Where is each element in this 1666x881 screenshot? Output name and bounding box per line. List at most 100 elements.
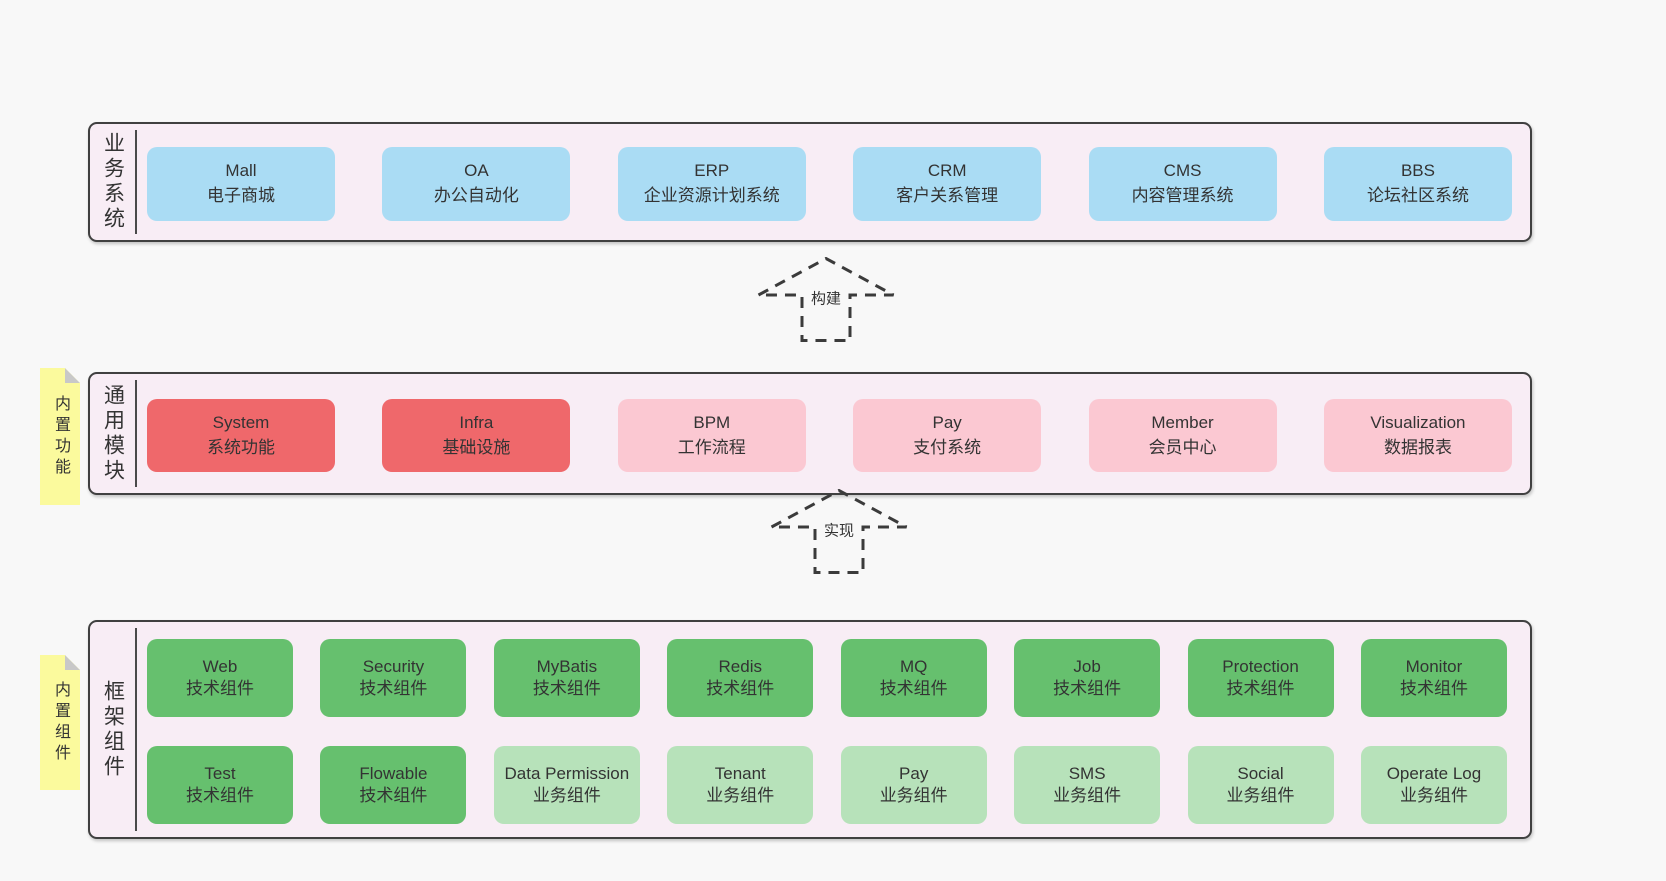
box-tenant: Tenant 业务组件: [667, 746, 814, 824]
box-subtitle: 支付系统: [913, 437, 982, 457]
box-title: CMS: [1163, 161, 1202, 181]
box-title: Infra: [459, 412, 494, 432]
box-title: Redis: [718, 656, 762, 676]
box-title: MQ: [899, 656, 928, 676]
label-divider: [135, 628, 137, 831]
box-visualization: Visualization 数据报表: [1323, 399, 1512, 472]
box-title: Job: [1073, 656, 1101, 676]
layer-common-modules: 通用模块 System 系统功能 Infra 基础设施 BPM 工作流程 Pay…: [88, 372, 1532, 495]
box-subtitle: 企业资源计划系统: [643, 186, 780, 205]
box-flowable: Flowable 技术组件: [320, 746, 467, 824]
box-title: Member: [1151, 412, 1214, 432]
box-subtitle: 办公自动化: [433, 186, 519, 205]
box-security: Security 技术组件: [320, 639, 467, 717]
box-title: BPM: [693, 412, 731, 432]
folded-corner-icon: [65, 368, 80, 383]
arrow-build: 构建: [757, 257, 895, 342]
box-web: Web 技术组件: [147, 639, 293, 717]
box-subtitle: 会员中心: [1148, 437, 1217, 457]
box-title: BBS: [1400, 161, 1435, 181]
box-subtitle: 业务组件: [1053, 786, 1122, 805]
box-oa: OA 办公自动化: [382, 147, 571, 221]
box-monitor: Monitor 技术组件: [1360, 639, 1507, 717]
box-infra: Infra 基础设施: [382, 399, 571, 472]
label-divider: [135, 380, 137, 487]
sticky-label: 内置功能: [52, 394, 69, 479]
box-title: OA: [464, 161, 489, 181]
box-subtitle: 业务组件: [532, 786, 601, 805]
box-subtitle: 技术组件: [532, 679, 601, 698]
box-subtitle: 技术组件: [359, 679, 428, 698]
box-subtitle: 技术组件: [1226, 679, 1295, 698]
box-mq: MQ 技术组件: [840, 639, 987, 717]
box-mybatis: MyBatis 技术组件: [493, 639, 640, 717]
box-title: System: [212, 412, 270, 432]
box-social: Social 业务组件: [1187, 746, 1334, 824]
box-title: Security: [362, 656, 425, 676]
box-title: SMS: [1068, 763, 1106, 783]
box-title: Mall: [225, 161, 257, 181]
box-subtitle: 技术组件: [359, 786, 428, 805]
box-subtitle: 论坛社区系统: [1366, 186, 1469, 205]
box-erp: ERP 企业资源计划系统: [617, 147, 806, 221]
box-title: Test: [204, 763, 236, 783]
framework-components-row-2: Test 技术组件 Flowable 技术组件 Data Permission …: [147, 746, 1507, 824]
box-bpm: BPM 工作流程: [617, 399, 806, 472]
box-title: Social: [1237, 763, 1284, 783]
box-mall: Mall 电子商城: [147, 147, 335, 221]
box-member: Member 会员中心: [1088, 399, 1277, 472]
box-subtitle: 基础设施: [442, 437, 511, 457]
box-title: Tenant: [714, 763, 766, 783]
up-arrow-icon: [757, 257, 895, 342]
box-subtitle: 客户关系管理: [896, 186, 999, 205]
box-title: Visualization: [1370, 412, 1466, 432]
box-bbs: BBS 论坛社区系统: [1323, 147, 1512, 221]
box-title: MyBatis: [536, 656, 598, 676]
box-redis: Redis 技术组件: [667, 639, 814, 717]
box-title: Operate Log: [1386, 763, 1482, 783]
box-subtitle: 技术组件: [1399, 679, 1468, 698]
sticky-label: 内置组件: [52, 680, 69, 765]
arrow-build-label: 构建: [807, 286, 845, 310]
box-subtitle: 业务组件: [1226, 786, 1295, 805]
box-subtitle: 业务组件: [1399, 786, 1468, 805]
box-pay-system: Pay 支付系统: [853, 399, 1042, 472]
box-title: Web: [202, 656, 238, 676]
box-subtitle: 内容管理系统: [1131, 186, 1234, 205]
box-title: Monitor: [1405, 656, 1463, 676]
box-operate-log: Operate Log 业务组件: [1360, 746, 1507, 824]
box-subtitle: 业务组件: [706, 786, 775, 805]
layer-title-business-systems: 业务系统: [101, 132, 125, 232]
box-title: Flowable: [359, 763, 428, 783]
layer-title-common-modules: 通用模块: [101, 383, 125, 484]
box-subtitle: 数据报表: [1383, 437, 1452, 457]
framework-components-row-1: Web 技术组件 Security 技术组件 MyBatis 技术组件 Redi…: [147, 639, 1507, 717]
box-subtitle: 技术组件: [186, 786, 254, 805]
box-subtitle: 系统功能: [207, 437, 275, 457]
box-subtitle: 电子商城: [207, 186, 275, 205]
box-title: Pay: [932, 412, 962, 432]
box-system: System 系统功能: [147, 399, 335, 472]
box-subtitle: 工作流程: [677, 437, 746, 457]
box-job: Job 技术组件: [1014, 639, 1161, 717]
sticky-note-builtin-features: 内置功能: [40, 368, 80, 505]
box-data-permission: Data Permission 业务组件: [493, 746, 640, 824]
box-test: Test 技术组件: [147, 746, 293, 824]
common-modules-row: System 系统功能 Infra 基础设施 BPM 工作流程 Pay 支付系统…: [147, 399, 1512, 472]
box-pay-component: Pay 业务组件: [840, 746, 987, 824]
box-title: Pay: [899, 763, 929, 783]
box-subtitle: 技术组件: [706, 679, 775, 698]
box-title: Protection: [1222, 656, 1299, 676]
box-title: ERP: [694, 161, 730, 181]
box-subtitle: 业务组件: [879, 786, 948, 805]
label-divider: [135, 130, 137, 234]
box-subtitle: 技术组件: [1053, 679, 1122, 698]
folded-corner-icon: [65, 655, 80, 670]
box-title: Data Permission: [504, 763, 630, 783]
layer-business-systems: 业务系统 Mall 电子商城 OA 办公自动化 ERP 企业资源计划系统 CRM…: [88, 122, 1532, 242]
box-protection: Protection 技术组件: [1187, 639, 1334, 717]
box-sms: SMS 业务组件: [1014, 746, 1161, 824]
box-subtitle: 技术组件: [879, 679, 948, 698]
arrow-implement-label: 实现: [820, 518, 858, 542]
